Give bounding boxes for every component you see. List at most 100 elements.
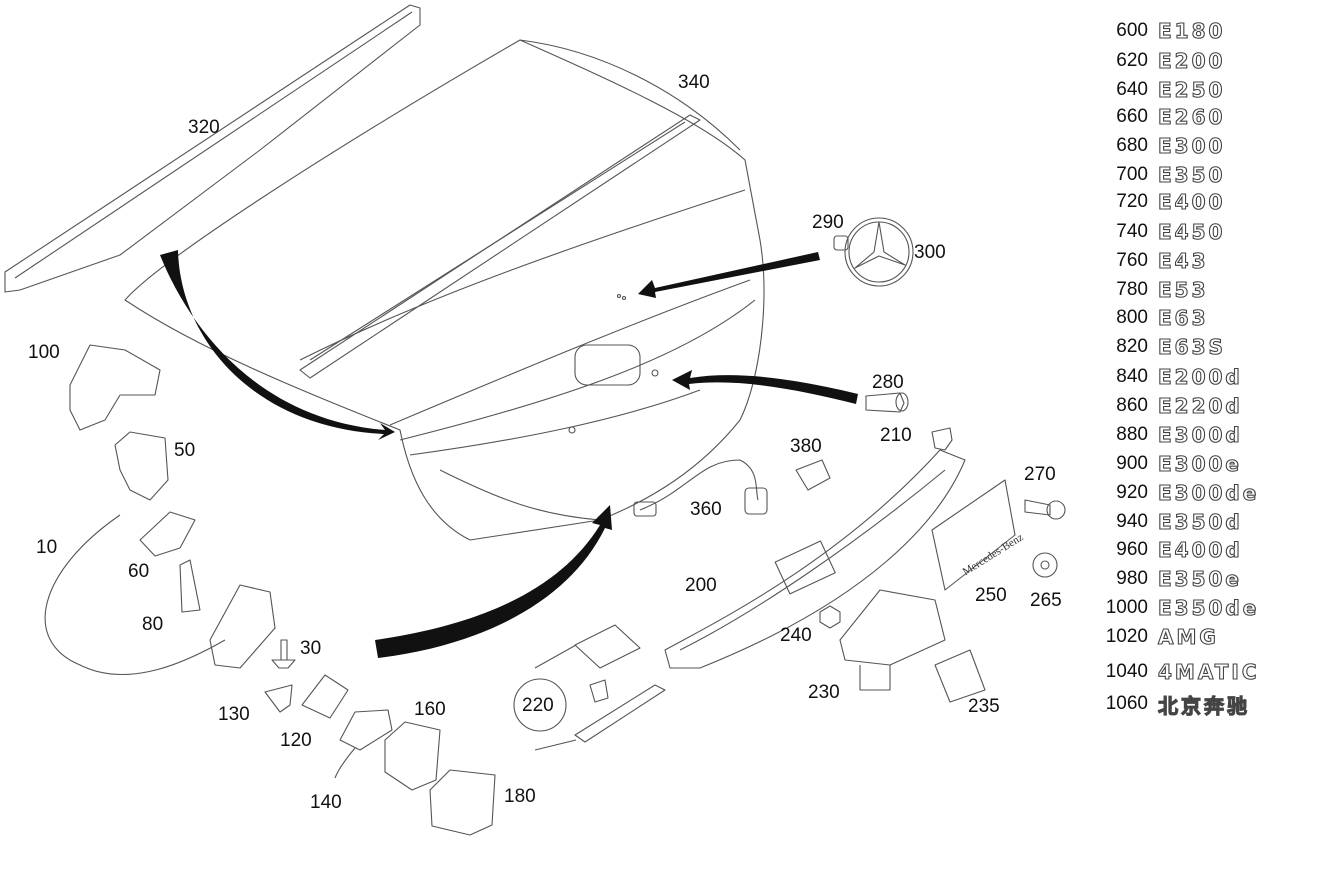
callout-220: 220 — [522, 695, 554, 716]
badge-number: 820 — [1116, 336, 1148, 357]
badge-number: 1060 — [1105, 693, 1148, 714]
part-clip-130 — [264, 684, 293, 713]
badge-row: 880 E300d — [1090, 421, 1326, 449]
part-clip-210 — [931, 427, 953, 451]
callout-320: 320 — [188, 117, 220, 138]
badge-number: 720 — [1116, 191, 1148, 212]
badge-emblem: E300d — [1157, 422, 1243, 447]
part-pad-220 — [513, 624, 666, 751]
badge-row: 940 E350d — [1090, 508, 1326, 536]
part-pin-30 — [271, 639, 296, 669]
badge-number: 660 — [1116, 106, 1148, 127]
part-latch-160 — [339, 709, 393, 751]
badge-row: 920 E300de — [1090, 479, 1326, 507]
part-nut-265 — [1032, 552, 1058, 578]
badge-emblem: E300de — [1157, 480, 1260, 505]
part-cable-140 — [334, 747, 356, 779]
part-connector-380 — [795, 459, 831, 491]
badge-number: 1040 — [1105, 661, 1148, 682]
badge-number: 1020 — [1105, 626, 1148, 647]
badge-number: 760 — [1116, 250, 1148, 271]
callout-180: 180 — [504, 786, 536, 807]
badge-emblem: E350d — [1157, 509, 1243, 534]
part-motor — [384, 721, 441, 791]
part-cover-100 — [69, 344, 161, 431]
badge-row: 1040 4MATIC — [1090, 658, 1326, 686]
callout-360: 360 — [690, 499, 722, 520]
callout-130: 130 — [218, 704, 250, 725]
part-trim-strip — [664, 449, 966, 669]
badge-number: 640 — [1116, 79, 1148, 100]
part-license-plate — [931, 479, 1016, 591]
badge-number: 940 — [1116, 511, 1148, 532]
badge-emblem: E350 — [1157, 162, 1226, 187]
callout-290: 290 — [812, 212, 844, 233]
callout-280: 280 — [872, 372, 904, 393]
part-bracket-120 — [301, 674, 349, 719]
badge-number: 620 — [1116, 50, 1148, 71]
badge-emblem: E63 — [1157, 305, 1209, 330]
badge-emblem: E180 — [1157, 18, 1226, 43]
badge-emblem: E43 — [1157, 248, 1209, 273]
arrow-spoiler-to-lid — [160, 250, 395, 440]
part-grommet-60 — [139, 511, 196, 557]
part-wiring-360 — [633, 459, 768, 517]
callout-labels: 320 340 290 300 100 50 10 60 80 30 130 1… — [28, 72, 1062, 813]
callout-270: 270 — [1024, 464, 1056, 485]
badge-row: 840 E200d — [1090, 363, 1326, 391]
part-cable-10 — [44, 514, 226, 675]
arrow-plug-to-lid — [672, 370, 858, 404]
badge-emblem: E350de — [1157, 595, 1260, 620]
callout-160: 160 — [414, 699, 446, 720]
badge-number: 980 — [1116, 568, 1148, 589]
badge-row: 660 E260 — [1090, 103, 1326, 131]
badge-emblem: AMG — [1157, 624, 1219, 649]
callout-235: 235 — [968, 696, 1000, 717]
badge-emblem: E260 — [1157, 104, 1226, 129]
part-trunk-lid — [124, 39, 765, 541]
badge-number: 960 — [1116, 539, 1148, 560]
badge-emblem: E220d — [1157, 393, 1243, 418]
part-clip-290 — [833, 235, 849, 251]
badge-emblem: E63S — [1157, 334, 1226, 359]
part-star-emblem — [844, 217, 914, 287]
badge-emblem: E200 — [1157, 48, 1226, 73]
badge-number: 740 — [1116, 221, 1148, 242]
part-plug-280 — [865, 392, 909, 413]
badge-number: 860 — [1116, 395, 1148, 416]
part-switch-235 — [934, 649, 986, 703]
badge-row: 1060 北京奔驰 — [1090, 690, 1326, 718]
badge-emblem: E300 — [1157, 133, 1226, 158]
callout-230: 230 — [808, 682, 840, 703]
badge-number: 920 — [1116, 482, 1148, 503]
badge-number: 880 — [1116, 424, 1148, 445]
part-nut-240 — [819, 605, 841, 629]
badge-emblem: 4MATIC — [1157, 659, 1260, 684]
badge-number: 840 — [1116, 366, 1148, 387]
callout-340: 340 — [678, 72, 710, 93]
part-bumper-80 — [179, 559, 201, 613]
callout-210: 210 — [880, 425, 912, 446]
badge-row: 800 E63 — [1090, 304, 1326, 332]
part-rear-spoiler — [4, 4, 421, 293]
badge-row: 620 E200 — [1090, 47, 1326, 75]
badge-row: 820 E63S — [1090, 333, 1326, 361]
callout-100: 100 — [28, 342, 60, 363]
badge-emblem: E200d — [1157, 364, 1243, 389]
badge-row: 1020 AMG — [1090, 623, 1326, 651]
part-bolt-270 — [1024, 499, 1066, 520]
badge-emblem: 北京奔驰 — [1157, 693, 1250, 718]
badge-number: 800 — [1116, 307, 1148, 328]
part-handle-230 — [839, 589, 946, 691]
